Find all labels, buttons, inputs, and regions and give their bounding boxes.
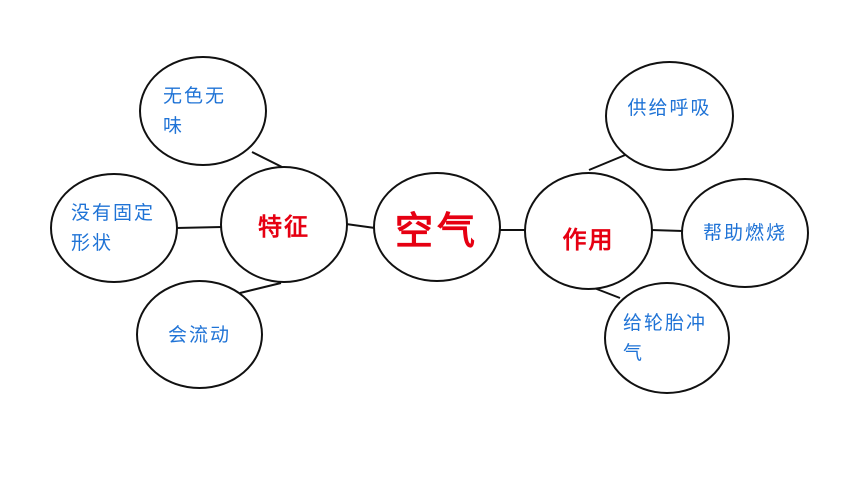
- leaf-node-combustion: 帮助燃烧: [681, 178, 809, 288]
- leaf-breathing-label: 供给呼吸: [627, 97, 712, 119]
- hub-node-uses: 作用: [524, 172, 653, 290]
- link-center-features: [345, 223, 376, 229]
- leaf-combustion-label: 帮助燃烧: [702, 222, 787, 244]
- leaf-flows-label: 会流动: [167, 323, 231, 346]
- leaf-colorless-label: 无色无味: [163, 85, 227, 137]
- leaf-shapeless-label: 没有固定形状: [71, 202, 156, 254]
- center-node-air: 空气: [373, 172, 501, 282]
- leaf-node-colorless: 无色无味: [139, 56, 267, 166]
- leaf-tires-label: 给轮胎冲气: [623, 312, 708, 364]
- link-features-flows: [239, 282, 282, 294]
- hub-node-features: 特征: [220, 166, 348, 283]
- hub-uses-label: 作用: [562, 225, 615, 254]
- leaf-node-flows: 会流动: [136, 280, 263, 389]
- hub-features-label: 特征: [258, 213, 310, 241]
- leaf-node-breathing: 供给呼吸: [605, 61, 734, 171]
- center-label: 空气: [394, 208, 479, 253]
- link-features-colorless: [251, 151, 285, 169]
- link-uses-combustion: [650, 229, 684, 232]
- link-features-shapeless: [175, 226, 223, 229]
- leaf-node-tires: 给轮胎冲气: [604, 282, 730, 394]
- link-uses-breathing: [588, 152, 631, 171]
- leaf-node-shapeless: 没有固定形状: [50, 173, 178, 283]
